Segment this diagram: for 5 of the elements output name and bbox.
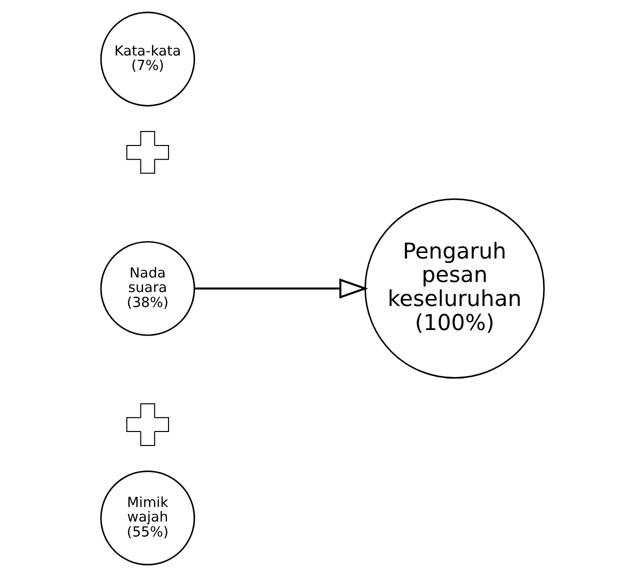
- node-circle: Kata-kata (7%): [100, 12, 195, 106]
- node-circle: Nada suara (38%): [100, 241, 195, 336]
- node-circle: Pengaruh pesan keseluruhan (100%): [364, 198, 544, 379]
- arrow: [194, 278, 368, 299]
- node-circle: Mimik wajah (55%): [100, 470, 195, 566]
